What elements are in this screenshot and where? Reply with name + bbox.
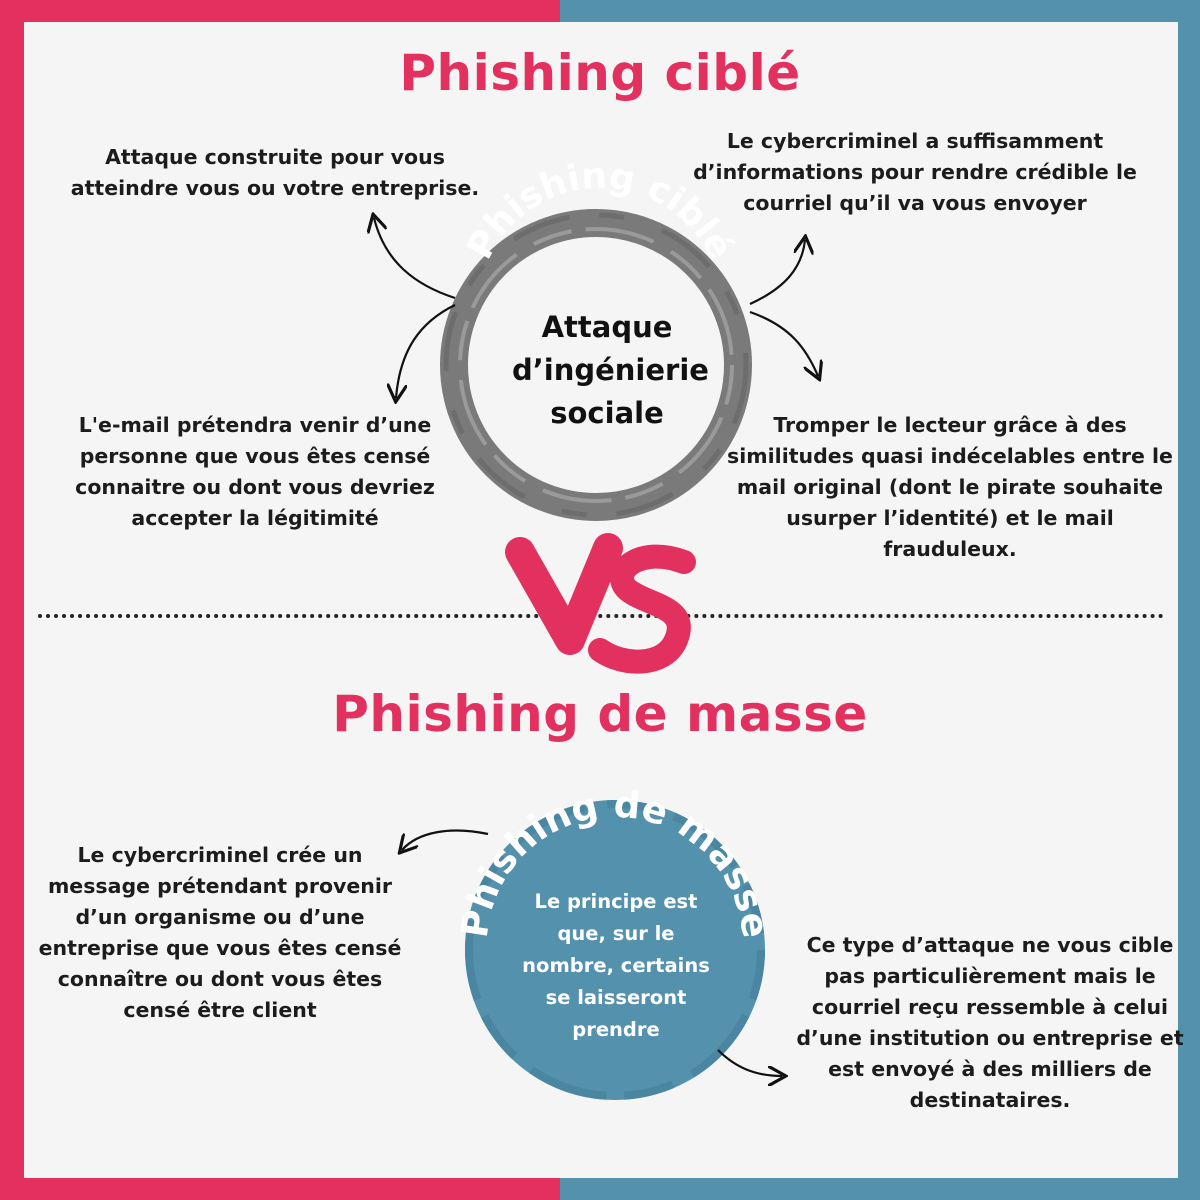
- mass-brush-circle: [465, 800, 765, 1100]
- targeted-point-bottom-right: Tromper le lecteur grâce à des similitud…: [727, 413, 1173, 561]
- mass-phishing-title: Phishing de masse: [332, 685, 868, 743]
- arrow-top-right: [749, 240, 805, 306]
- arrow-top-left: [374, 218, 456, 300]
- targeted-point-bottom-left: L'e-mail prétendra venir d’une personne …: [75, 413, 435, 530]
- mass-arrows: [402, 829, 782, 1076]
- versus-text: VS: [600, 609, 602, 611]
- mass-point-right: Ce type d’attaque ne vous cible pas part…: [796, 933, 1184, 1112]
- arrow-bottom-right: [749, 310, 818, 376]
- section-divider: [38, 614, 1164, 618]
- targeted-point-top-left: Attaque construite pour vous atteindre v…: [70, 145, 480, 200]
- mass-circle-center-text: Le principe est que, sur le nombre, cert…: [522, 890, 710, 1041]
- targeted-circle-center-text: Attaque d’ingénierie sociale: [512, 310, 709, 430]
- targeted-phishing-title: Phishing ciblé: [399, 44, 801, 102]
- arrow-bottom-left: [396, 304, 456, 398]
- arrow-mass-left: [402, 829, 489, 850]
- versus-mark: VS: [505, 533, 696, 674]
- targeted-arrows: [374, 218, 818, 398]
- targeted-brush-ring: [440, 209, 752, 521]
- mass-point-left: Le cybercriminel crée un message prétend…: [38, 843, 402, 1022]
- targeted-point-top-right: Le cybercriminel a suffisamment d’inform…: [693, 129, 1137, 215]
- arrow-mass-right: [717, 1049, 782, 1076]
